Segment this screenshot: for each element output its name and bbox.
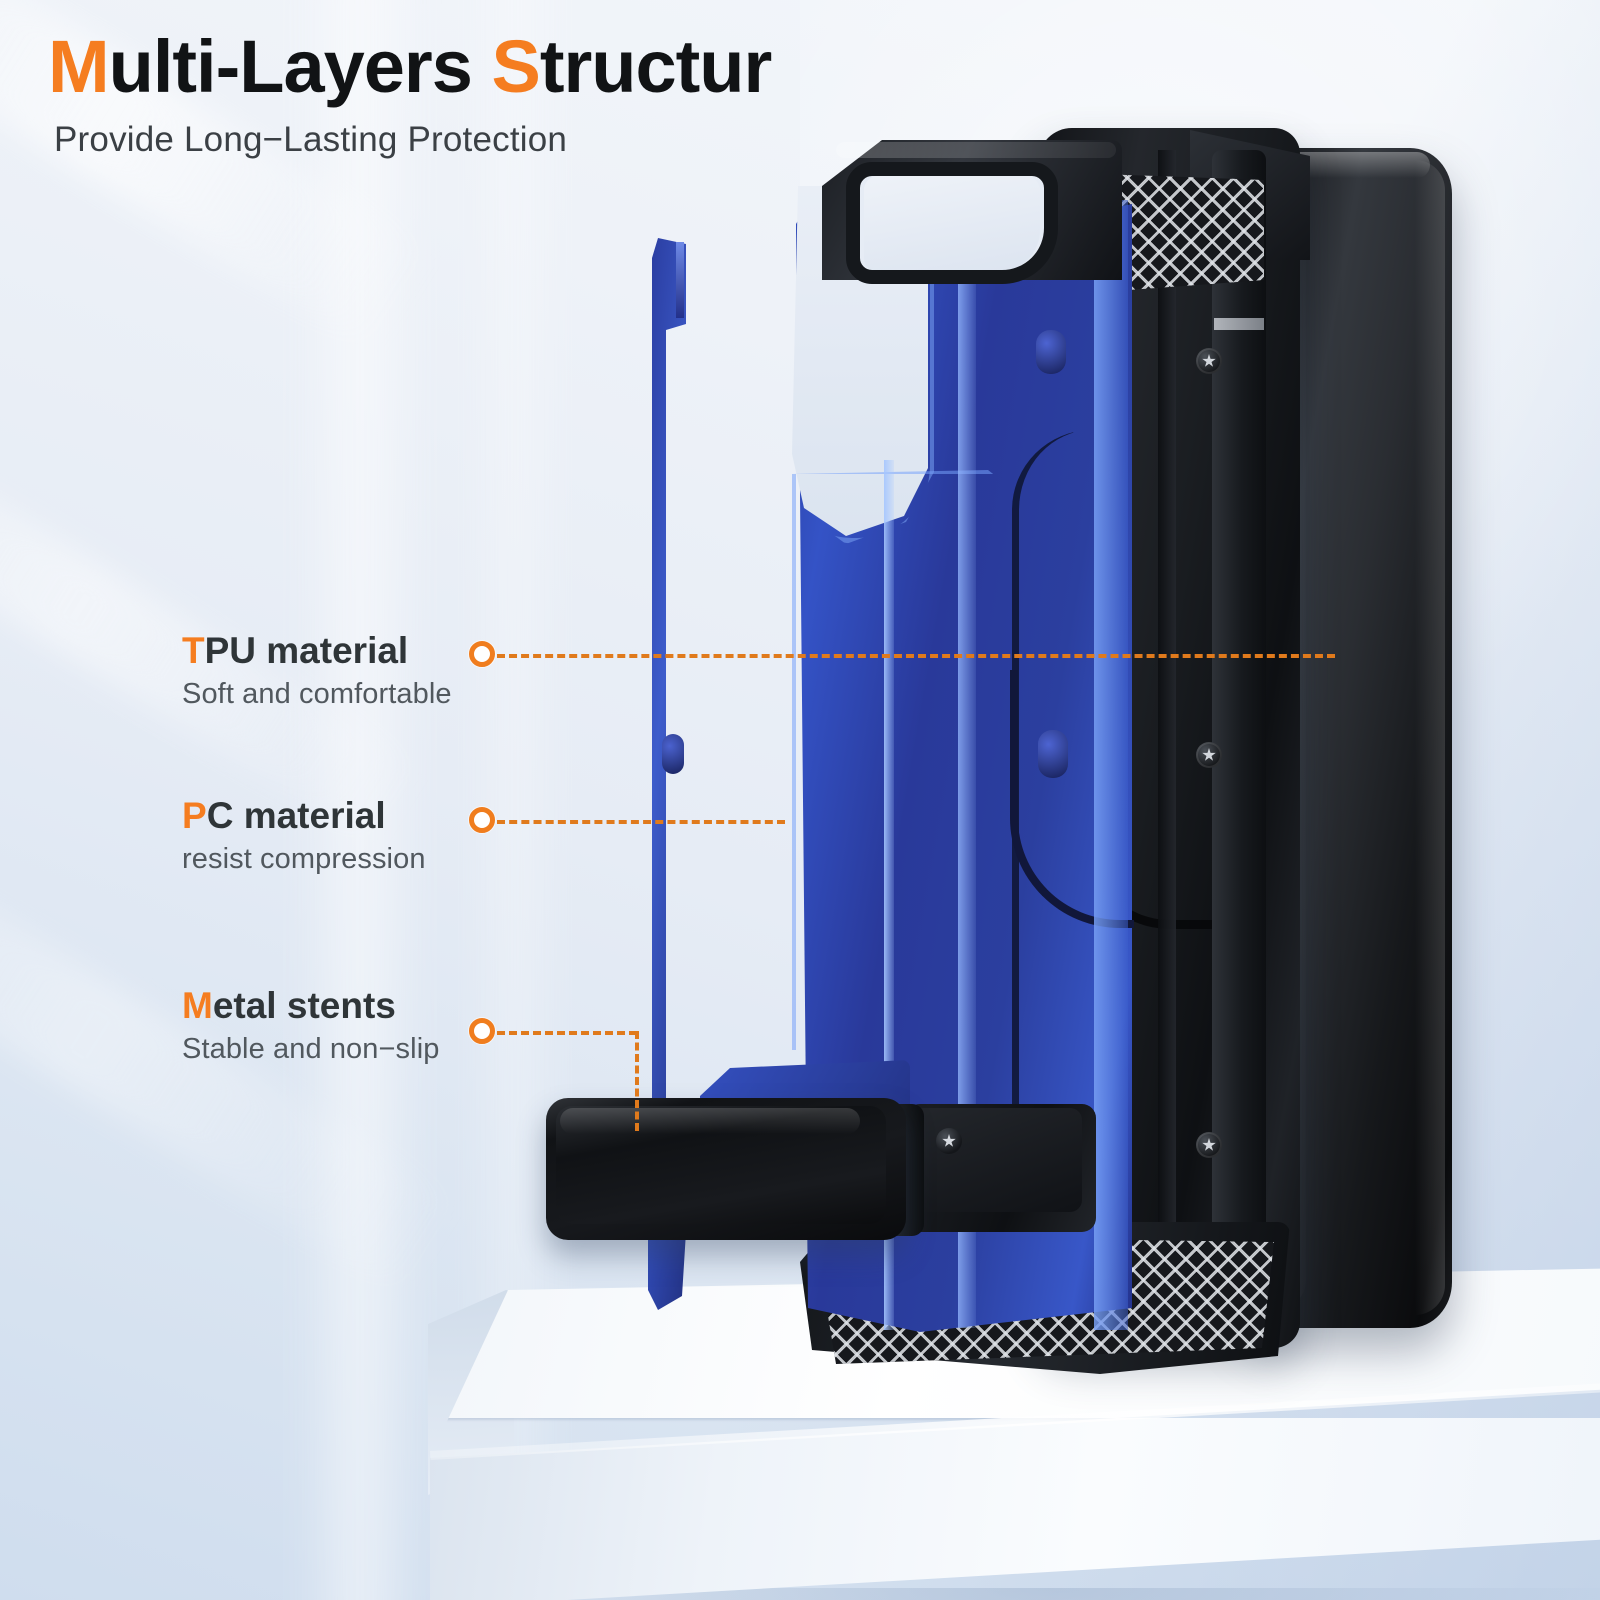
callout-metal-stents: Metal stents Stable and non−slip (182, 987, 439, 1066)
handle-rim (846, 162, 1058, 284)
page-title: Multi-Layers Structur (48, 28, 1028, 106)
callout-pc-material: PC material resist compression (182, 797, 426, 876)
handle-top-highlight (836, 142, 1116, 158)
pedestal-shadow (470, 1588, 1600, 1600)
tpu-side-strip (1158, 150, 1176, 1340)
callout-tpu-material: TPU material Soft and comfortable (182, 632, 452, 711)
callout-title-highlight: M (182, 985, 213, 1026)
connector-line-tpu (497, 654, 1335, 658)
callout-title-rest: etal stents (212, 985, 396, 1026)
title-part-1: ulti-Layers (108, 25, 492, 108)
connector-line-metal-horizontal (497, 1031, 637, 1035)
button-cutout (662, 734, 684, 774)
callout-title-pc: PC material (182, 797, 426, 834)
tpu-rail-notch (1214, 318, 1264, 330)
window-light-band (300, 0, 420, 1600)
callout-title-highlight: T (182, 630, 205, 671)
screw-icon (936, 1128, 962, 1154)
callout-subtitle-tpu: Soft and comfortable (182, 678, 452, 710)
callout-marker-pc (469, 807, 495, 833)
callout-subtitle-metal: Stable and non−slip (182, 1033, 440, 1065)
callout-title-metal: Metal stents (182, 987, 439, 1024)
callout-title-highlight: P (182, 795, 207, 836)
metal-kickstand-face (556, 1106, 886, 1224)
header-block: Multi-Layers Structur Provide Long−Lasti… (48, 28, 1028, 160)
screw-icon (1196, 1132, 1222, 1158)
callout-marker-metal (469, 1018, 495, 1044)
phone-right-edge-highlight (1415, 160, 1445, 1315)
button-cutout (1036, 330, 1066, 374)
callout-title-rest: PU material (204, 630, 409, 671)
connector-line-pc (497, 820, 785, 824)
pc-shell-inner-panel (792, 470, 1060, 1050)
button-cutout (1038, 730, 1068, 778)
blue-side-strip-highlight (676, 242, 684, 318)
pc-shell-sheen (958, 200, 976, 1328)
callout-subtitle-pc: resist compression (182, 843, 426, 875)
connector-line-metal-vertical (635, 1031, 639, 1131)
title-part-2: tructur (539, 25, 772, 108)
title-highlight-s: S (491, 25, 540, 108)
title-highlight-m: M (48, 25, 110, 108)
pc-shell-sheen (884, 460, 894, 1330)
metal-kickstand-gloss (560, 1108, 860, 1134)
pc-shell-edge-sheen (1094, 200, 1128, 1330)
page-subtitle: Provide Long−Lasting Protection (54, 119, 568, 159)
screw-icon (1196, 348, 1222, 374)
callout-title-tpu: TPU material (182, 632, 452, 669)
screw-icon (1196, 742, 1222, 768)
kickstand-mount-plate-inner (912, 1108, 1082, 1212)
callout-marker-tpu (469, 641, 495, 667)
callout-title-rest: C material (206, 795, 386, 836)
